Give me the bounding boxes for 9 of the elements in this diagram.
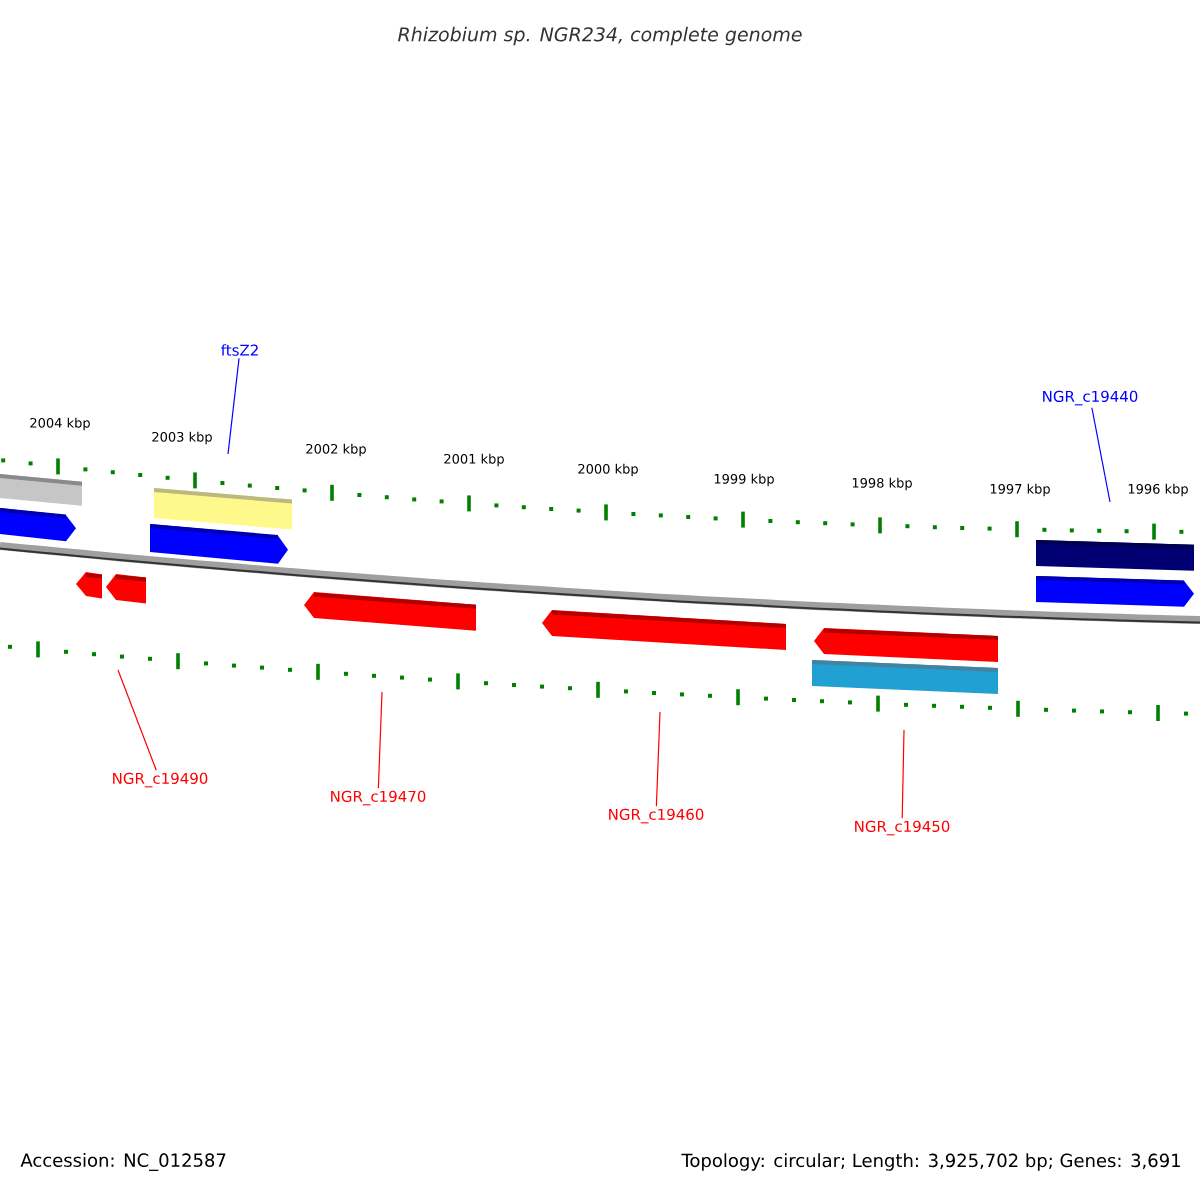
accession-note: Accession: NC_012587: [20, 1153, 226, 1171]
leader-line: [377, 691, 383, 789]
leader-line: [1091, 407, 1111, 503]
title: Rhizobium sp. NGR234, complete genome: [398, 26, 802, 46]
leader-line: [901, 729, 905, 819]
leader-line: [227, 357, 240, 455]
genome-summary: Topology: circular; Length: 3,925,702 bp; Genes: 3,691: [681, 1153, 1180, 1171]
leader-line: [655, 711, 661, 807]
leader-line: [117, 669, 157, 771]
